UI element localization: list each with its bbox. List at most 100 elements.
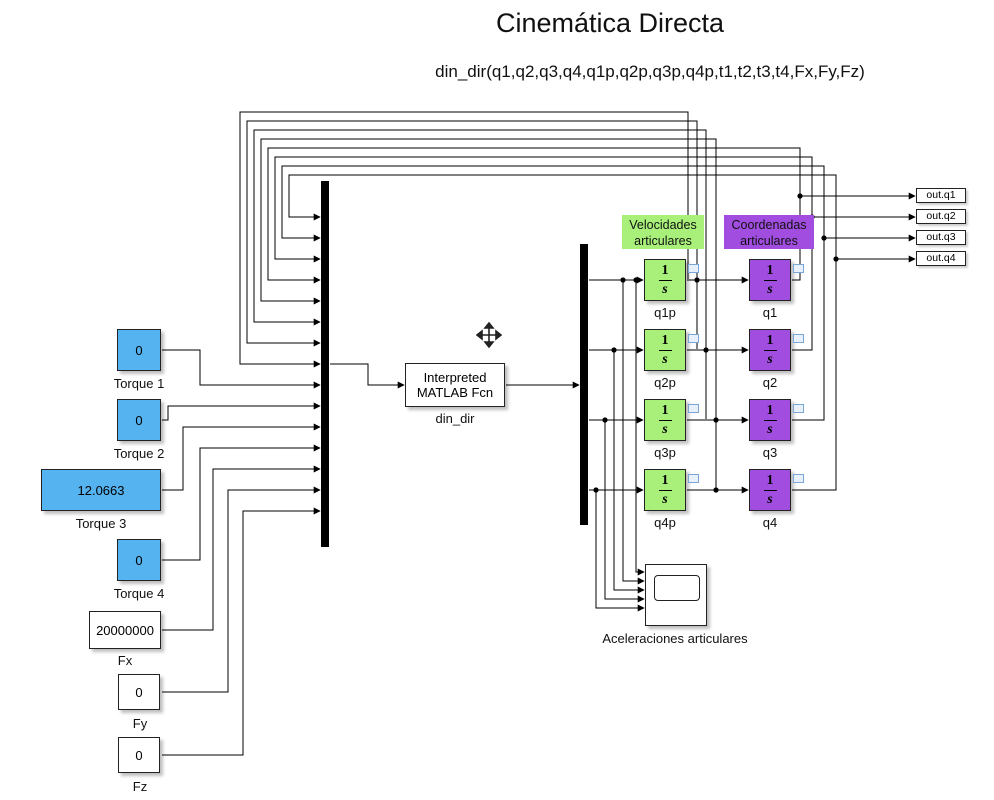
branch-point [713, 487, 719, 493]
fcn-line-1: Interpreted [423, 370, 487, 385]
constant-torque-4[interactable]: 0 [117, 539, 161, 581]
constant-label: Fz [132, 779, 148, 794]
integrator-label: q3 [762, 445, 778, 460]
constant-label: Fy [132, 716, 148, 731]
integrator-label: q1p [654, 305, 676, 320]
branch-point [703, 347, 709, 353]
position-line [792, 217, 813, 351]
outport-q1[interactable]: out.q1 [916, 188, 966, 203]
port-value-icon[interactable] [688, 334, 699, 343]
diagram-title: Cinemática Directa [495, 8, 725, 38]
integrator-label: q3p [654, 445, 676, 460]
integrator-label: q2 [762, 375, 778, 390]
port-value-icon[interactable] [793, 404, 804, 413]
fy-line [162, 486, 321, 693]
constant-fz[interactable]: 0 [118, 737, 160, 773]
branch-point [602, 417, 608, 423]
outport-q2[interactable]: out.q2 [916, 209, 966, 224]
port-value-icon[interactable] [793, 264, 804, 273]
constant-torque-2[interactable]: 0 [117, 399, 161, 441]
outport-q4[interactable]: out.q4 [916, 251, 966, 266]
port-value-icon[interactable] [688, 404, 699, 413]
branch-point [797, 193, 803, 199]
integrator-label: q4p [654, 515, 676, 530]
output-demux[interactable] [580, 244, 588, 525]
integrator-label: q4 [762, 515, 778, 530]
feedback-line [253, 129, 707, 419]
feedback-line [281, 165, 825, 242]
constant-value: 0 [135, 342, 143, 358]
mux-to-fcn-line [330, 363, 405, 389]
branch-point [694, 277, 700, 283]
fz-line [162, 507, 321, 756]
feedback-line [267, 147, 801, 284]
position-line [792, 259, 837, 491]
outport-q3[interactable]: out.q3 [916, 230, 966, 245]
fx-line [162, 465, 321, 631]
port-value-icon[interactable] [793, 474, 804, 483]
constant-fy[interactable]: 0 [118, 674, 160, 710]
constant-value: 0 [135, 747, 143, 763]
constant-label: Torque 3 [75, 516, 127, 531]
input-mux[interactable] [321, 181, 329, 547]
position-line [792, 238, 825, 421]
port-value-icon[interactable] [688, 474, 699, 483]
scope-input-line [613, 350, 645, 594]
constant-torque-3[interactable]: 12.0663 [41, 469, 161, 511]
scope-block[interactable] [645, 564, 707, 626]
constant-value: 0 [135, 552, 143, 568]
branch-point [633, 277, 639, 283]
constant-value: 20000000 [96, 622, 154, 638]
feedback-line [288, 174, 837, 259]
torque-4-line [162, 444, 321, 561]
interpreted-matlab-fcn-block[interactable]: Interpreted MATLAB Fcn [405, 363, 505, 407]
constant-label: Torque 4 [113, 586, 165, 601]
constant-label: Torque 2 [113, 446, 165, 461]
branch-point [833, 256, 839, 262]
feedback-line [274, 156, 813, 263]
scope-input-line [635, 280, 645, 576]
port-value-icon[interactable] [688, 264, 699, 273]
scope-input-line [595, 490, 645, 612]
constant-torque-1[interactable]: 0 [117, 329, 161, 371]
branch-point [593, 487, 599, 493]
scope-label: Aceleraciones articulares [602, 631, 748, 646]
feedback-line [239, 111, 689, 368]
scope-input-line [604, 420, 645, 603]
move-cursor-icon [476, 322, 502, 348]
constant-label: Torque 1 [113, 376, 165, 391]
torque-1-line [162, 349, 321, 389]
branch-point [821, 235, 827, 241]
signal-lines [162, 111, 916, 756]
fcn-label: din_dir [435, 411, 475, 426]
constant-value: 12.0663 [77, 482, 125, 498]
integrator-label: q2p [654, 375, 676, 390]
scope-input-line [622, 280, 645, 585]
constant-value: 0 [135, 684, 143, 700]
constant-fx[interactable]: 20000000 [89, 611, 161, 649]
branch-point [611, 347, 617, 353]
branch-point [713, 417, 719, 423]
integrator-label: q1 [762, 305, 778, 320]
port-value-icon[interactable] [793, 334, 804, 343]
feedback-line [260, 138, 717, 489]
scope-screen-icon [654, 575, 700, 601]
annotation-velocidades: Velocidades articulares [622, 215, 704, 249]
torque-2-line [162, 402, 321, 421]
